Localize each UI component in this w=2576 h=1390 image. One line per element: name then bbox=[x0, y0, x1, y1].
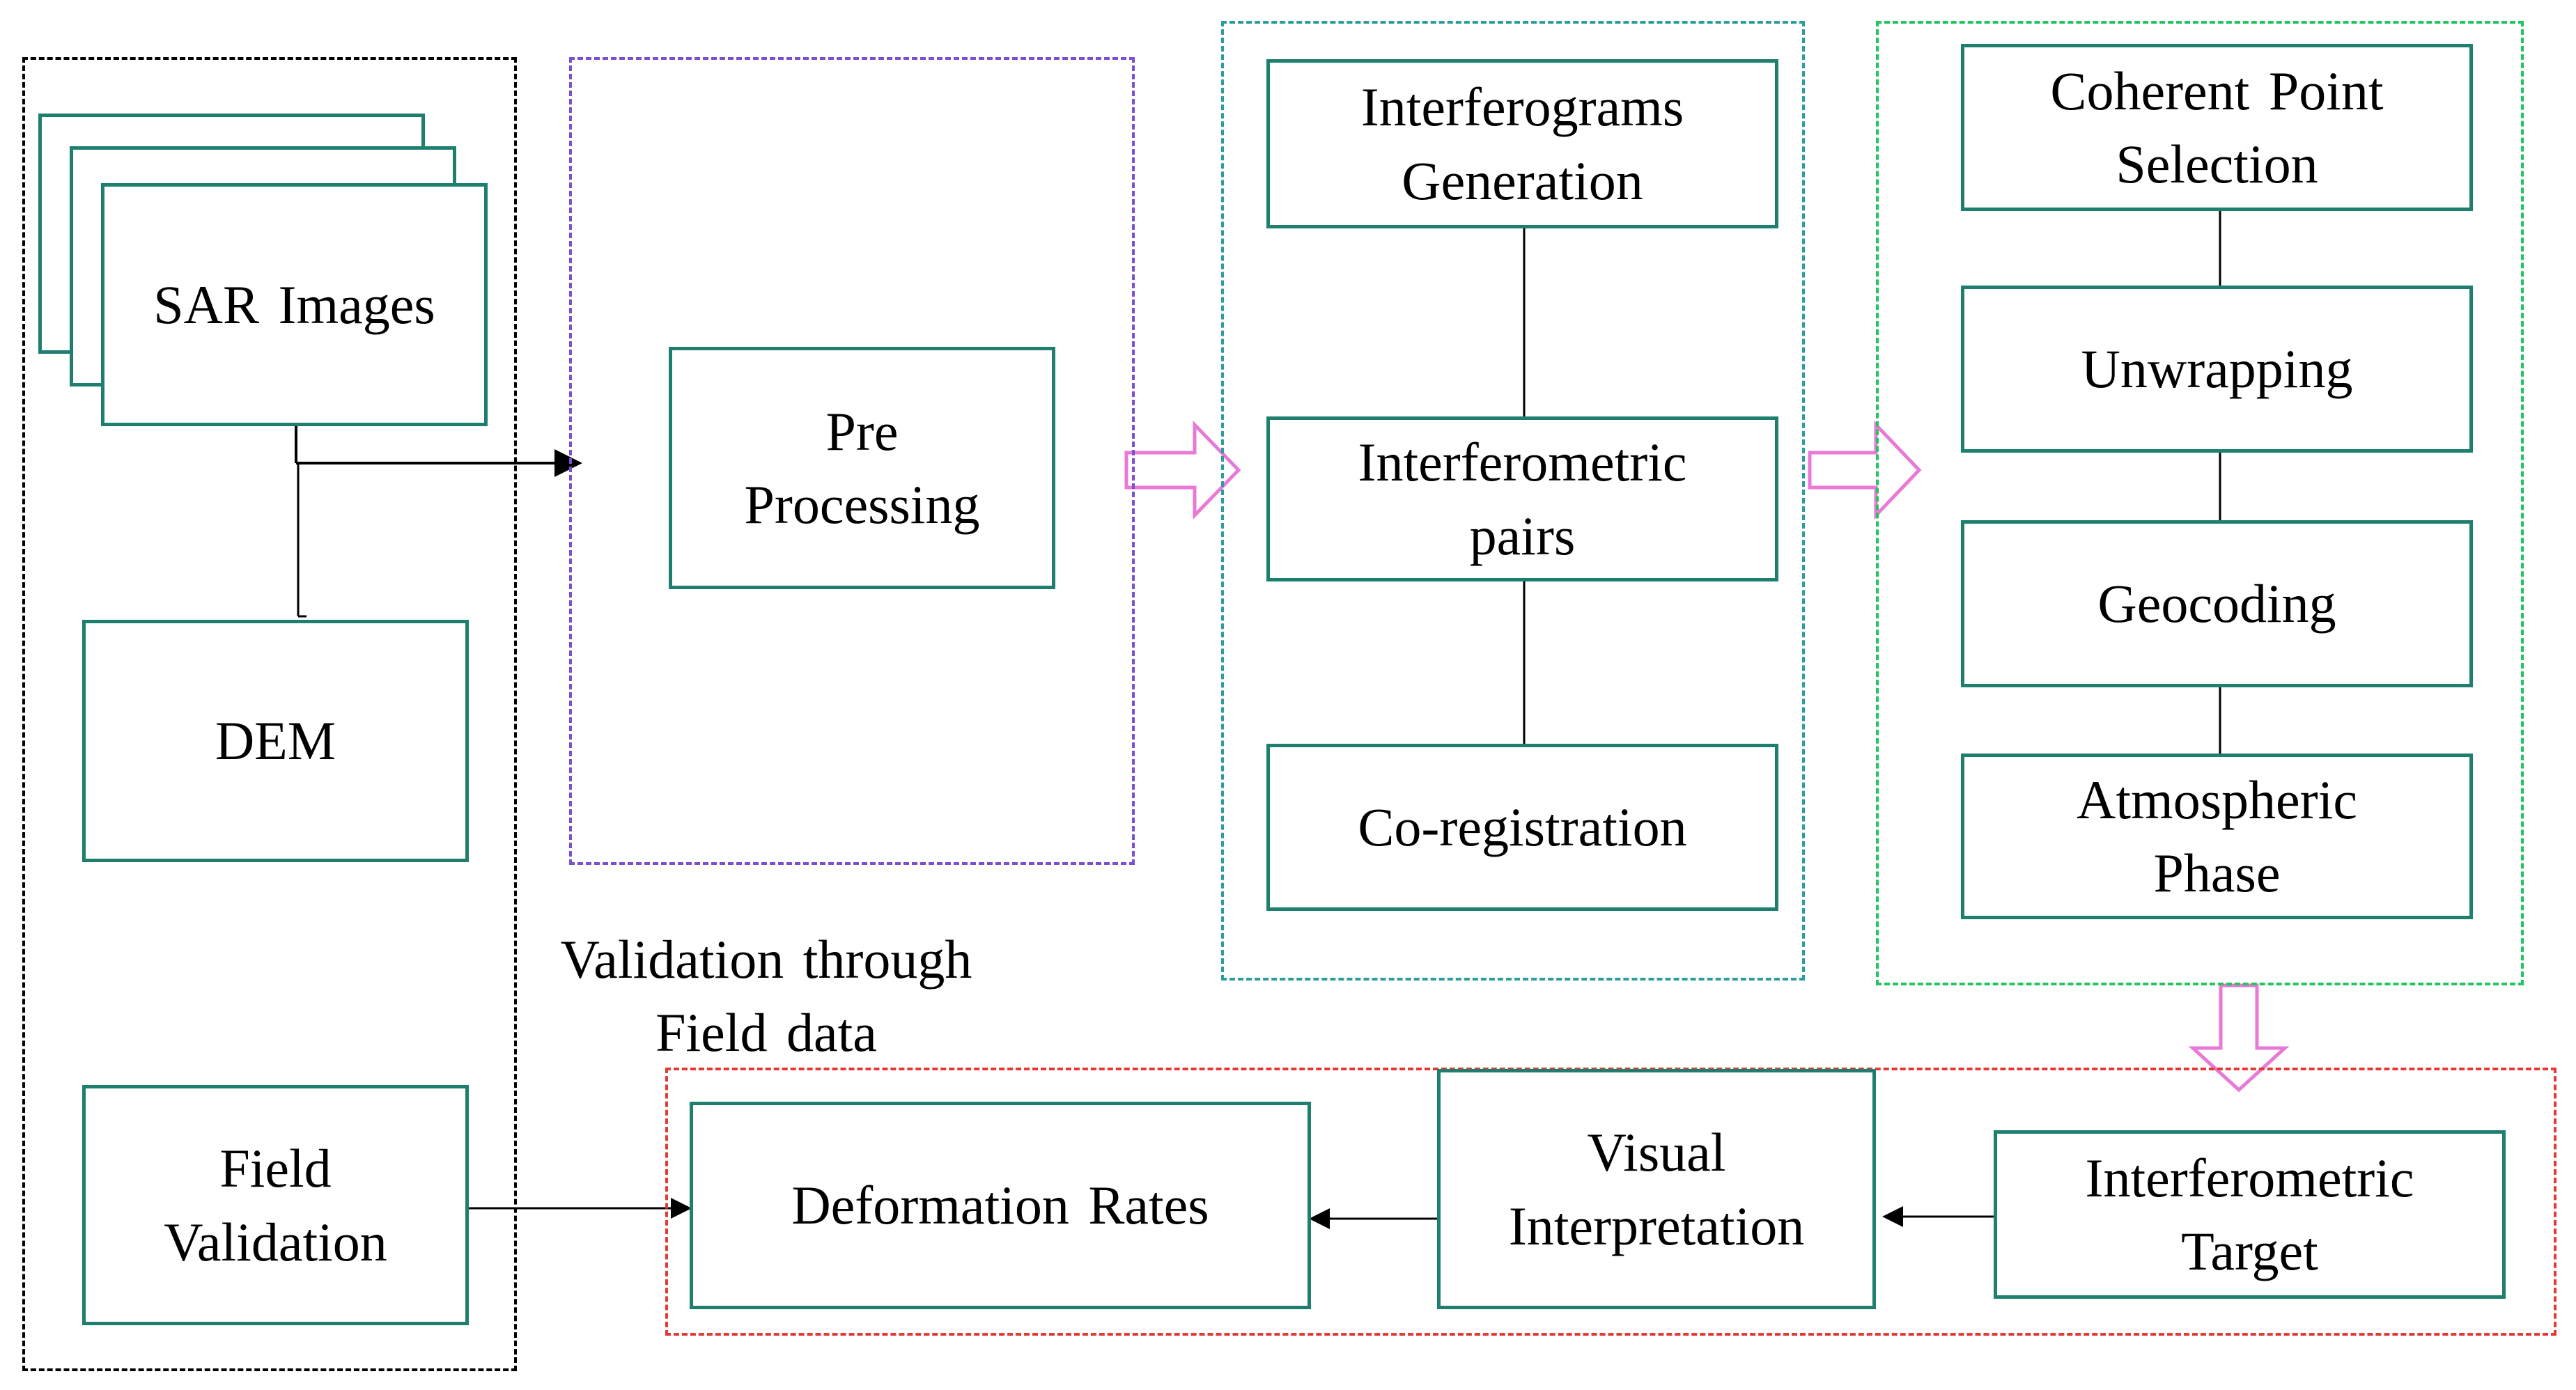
validation-label: Validation through Field data bbox=[560, 929, 972, 1063]
atmospheric-phase-box: Atmospheric Phase bbox=[1961, 753, 2473, 919]
preprocessing-box: Pre Processing bbox=[669, 347, 1055, 589]
sar-images-box: SAR Images bbox=[101, 183, 488, 426]
input-data-group bbox=[22, 57, 517, 1371]
visual-interpretation-box: Visual Interpretation bbox=[1437, 1069, 1876, 1309]
interferograms-generation-box: Interferograms Generation bbox=[1266, 59, 1778, 228]
coherent-point-selection-box: Coherent Point Selection bbox=[1961, 44, 2473, 211]
geocoding-box: Geocoding bbox=[1961, 520, 2473, 687]
process-arrow-pre-to-interferometry bbox=[1124, 420, 1241, 520]
unwrapping-box: Unwrapping bbox=[1961, 286, 2473, 453]
coregistration-box: Co-registration bbox=[1266, 744, 1778, 911]
field-validation-box: Field Validation bbox=[82, 1085, 469, 1325]
deformation-rates-box: Deformation Rates bbox=[690, 1102, 1311, 1309]
preprocessing-group bbox=[569, 57, 1135, 865]
interferometric-target-box: Interferometric Target bbox=[1994, 1130, 2506, 1299]
interferometry-group bbox=[1221, 21, 1805, 981]
interferometric-pairs-box: Interferometric pairs bbox=[1266, 416, 1778, 581]
dem-box: DEM bbox=[82, 620, 469, 862]
point-processing-group bbox=[1876, 21, 2524, 985]
